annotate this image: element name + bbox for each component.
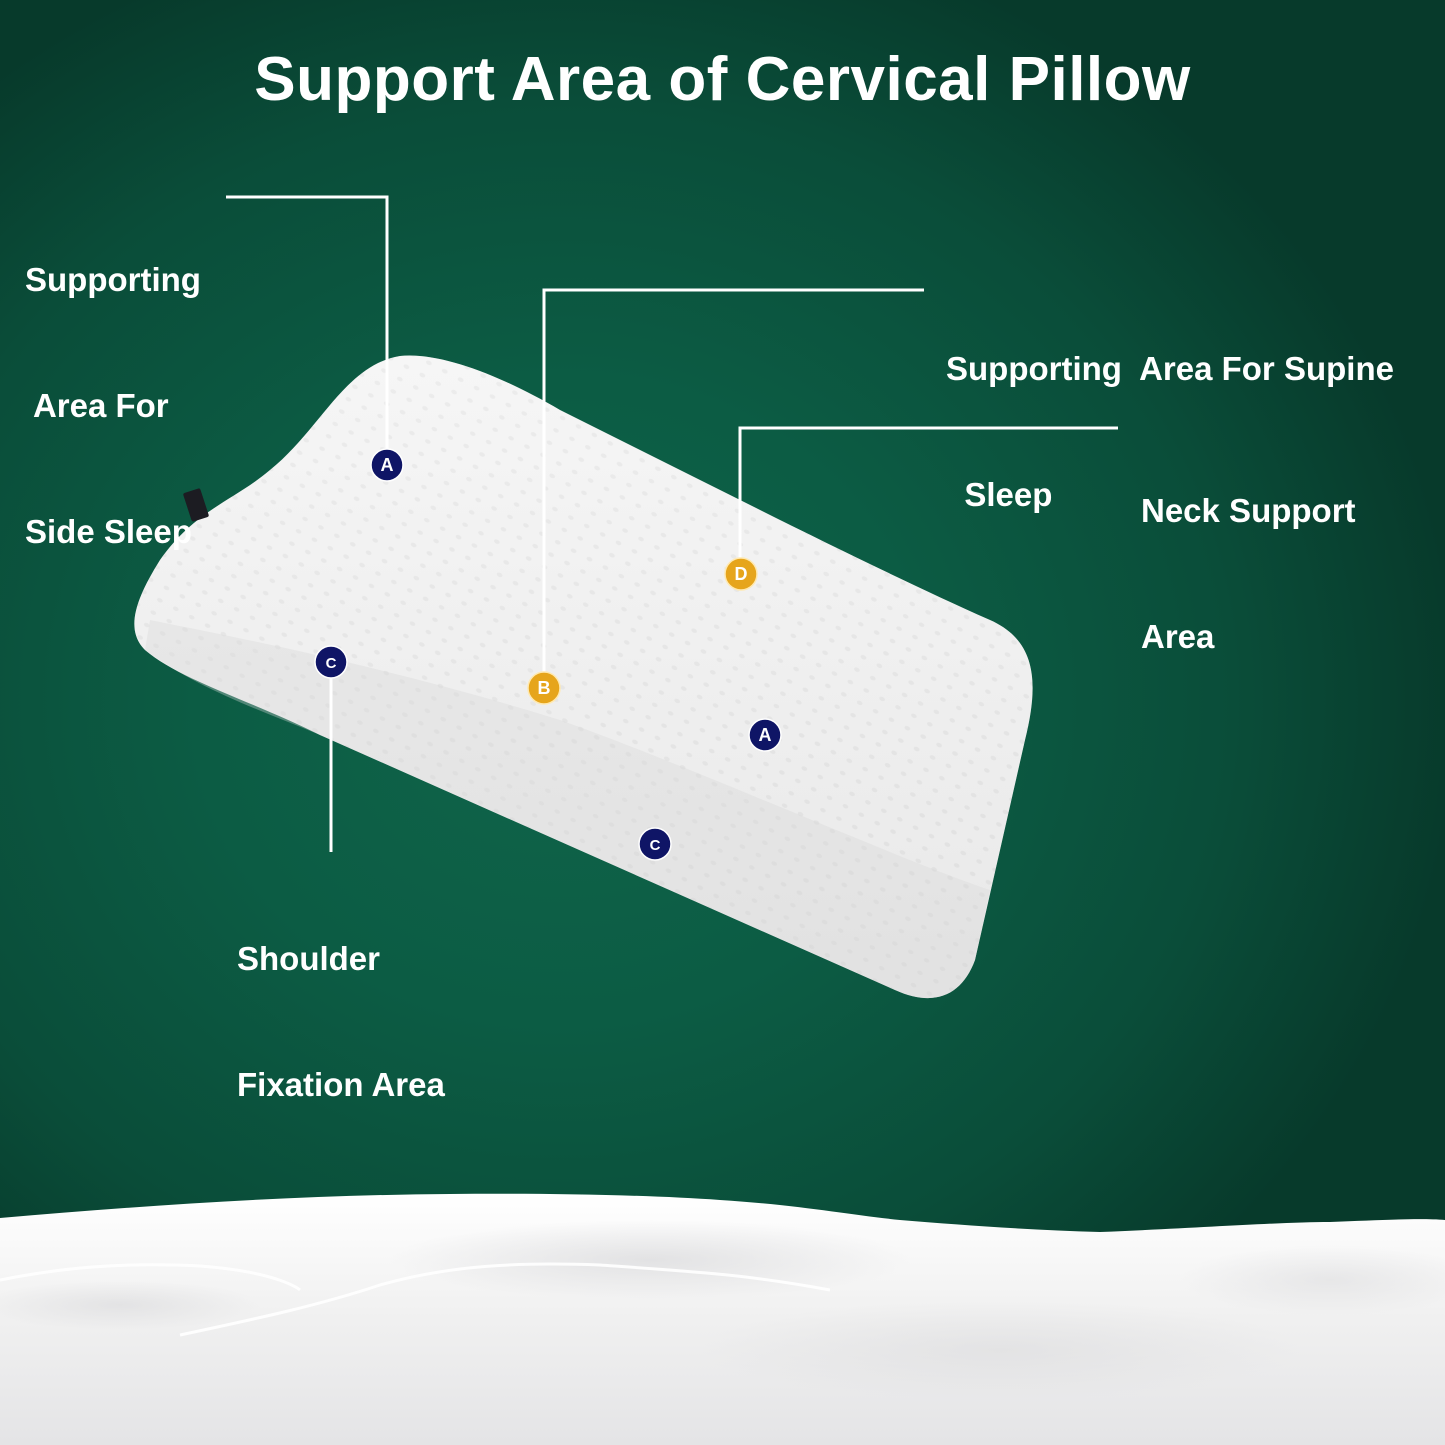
leader-line-neck-support bbox=[738, 426, 1118, 560]
pillow bbox=[134, 355, 1033, 999]
marker-c-2: C bbox=[638, 827, 672, 861]
svg-text:B: B bbox=[538, 678, 551, 698]
leader-line-side-sleep bbox=[226, 195, 389, 452]
marker-c-1: C bbox=[314, 645, 348, 679]
label-supine-sleep-line1: Supporting Area For Supine bbox=[946, 350, 1394, 387]
label-neck-support-line2: Area bbox=[1141, 618, 1215, 655]
label-shoulder-fixation-line2: Fixation Area bbox=[237, 1066, 445, 1103]
svg-text:D: D bbox=[735, 564, 748, 584]
svg-text:A: A bbox=[381, 455, 394, 475]
svg-text:C: C bbox=[326, 655, 337, 672]
label-shoulder-fixation-line1: Shoulder bbox=[237, 940, 381, 977]
label-neck-support: Neck Support Area bbox=[1141, 406, 1356, 700]
label-shoulder-fixation: Shoulder Fixation Area bbox=[237, 854, 445, 1148]
label-side-sleep-line1: Supporting bbox=[25, 261, 201, 298]
marker-a-2: A bbox=[748, 718, 782, 752]
foam-base bbox=[0, 1193, 1445, 1445]
label-side-sleep: Supporting Area For Side Sleep bbox=[25, 175, 201, 595]
pillow-tag bbox=[183, 488, 209, 522]
label-side-sleep-line3: Side Sleep bbox=[25, 513, 192, 550]
svg-text:A: A bbox=[759, 725, 772, 745]
label-supine-sleep-line2: Sleep bbox=[946, 476, 1053, 513]
page-title: Support Area of Cervical Pillow bbox=[254, 45, 1191, 114]
leader-lines bbox=[226, 195, 1118, 852]
label-supine-sleep: Supporting Area For Supine Sleep bbox=[946, 264, 1394, 558]
marker-d: D bbox=[724, 557, 758, 591]
marker-b: B bbox=[527, 671, 561, 705]
label-neck-support-line1: Neck Support bbox=[1141, 492, 1356, 529]
label-side-sleep-line2: Area For bbox=[25, 387, 169, 424]
leader-line-supine-sleep bbox=[542, 288, 924, 675]
marker-a-1: A bbox=[370, 448, 404, 482]
svg-text:C: C bbox=[650, 837, 661, 854]
